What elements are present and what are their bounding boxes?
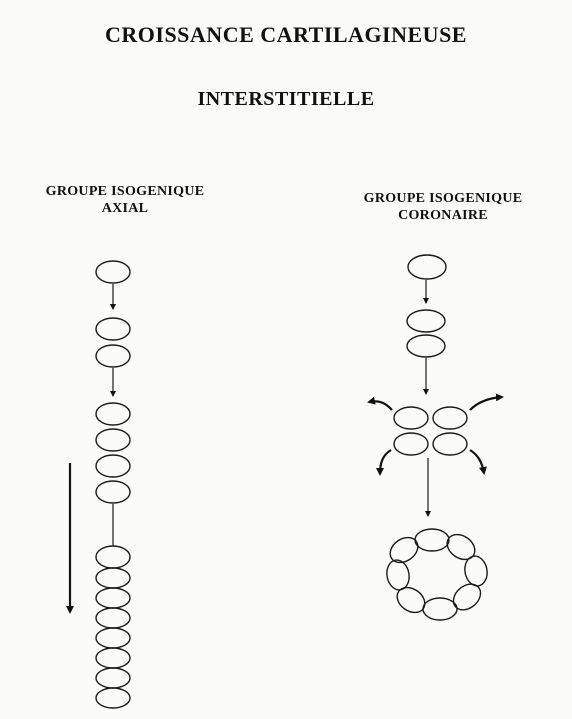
cell xyxy=(407,254,447,280)
axial-label-line1: GROUPE ISOGENIQUE xyxy=(45,184,205,199)
cell xyxy=(406,309,446,333)
coronaire-label-line2: CORONAIRE xyxy=(398,208,488,223)
outward-arrow-top-left xyxy=(367,396,393,411)
cell xyxy=(95,545,131,569)
cell xyxy=(396,586,426,614)
cell xyxy=(406,334,446,358)
outward-arrow-top-right xyxy=(469,393,504,411)
cell xyxy=(464,555,488,587)
cell xyxy=(389,536,419,564)
cell xyxy=(95,667,131,689)
outward-arrow-bottom-right xyxy=(469,449,487,475)
cell xyxy=(95,428,131,452)
axial-group-label: GROUPE ISOGENIQUE AXIAL xyxy=(0,183,250,217)
cell xyxy=(386,559,410,591)
coronaire-group xyxy=(367,254,504,621)
cell xyxy=(95,344,131,368)
diagram-title: CROISSANCE CARTILAGINEUSE xyxy=(105,22,467,47)
cell xyxy=(452,583,482,611)
cell xyxy=(414,528,450,552)
cell xyxy=(95,480,131,504)
cell xyxy=(95,627,131,649)
cell xyxy=(422,597,458,621)
coronaire-group-label: GROUPE ISOGENIQUE CORONAIRE xyxy=(318,190,568,224)
cell xyxy=(393,406,429,430)
axial-group xyxy=(66,260,131,709)
cell xyxy=(95,454,131,478)
cell xyxy=(95,317,131,341)
cell xyxy=(432,406,468,430)
axial-label-line2: AXIAL xyxy=(101,201,149,216)
cell xyxy=(95,587,131,609)
cell xyxy=(95,647,131,669)
coronaire-label-line1: GROUPE ISOGENIQUE xyxy=(363,191,523,206)
diagram-subtitle: INTERSTITIELLE xyxy=(197,88,375,110)
cell xyxy=(95,260,131,284)
cell xyxy=(95,607,131,629)
cell xyxy=(95,687,131,709)
cell xyxy=(393,432,429,456)
cell xyxy=(95,567,131,589)
cell xyxy=(446,533,476,561)
cell xyxy=(432,432,468,456)
cell xyxy=(95,402,131,426)
outward-arrow-bottom-left xyxy=(376,449,392,476)
